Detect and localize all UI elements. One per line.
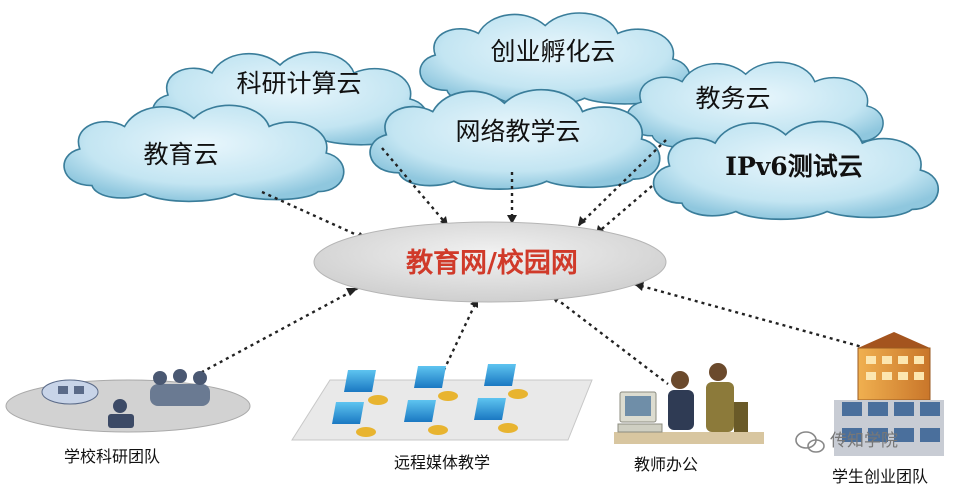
hub-node: 教育网/校园网: [313, 221, 667, 303]
teacher-figure-icon: [668, 363, 748, 432]
cloud-chuangye: 创业孵化云: [419, 12, 691, 107]
endpoint-research: 学校科研团队: [5, 369, 251, 466]
connector-office: [549, 293, 669, 385]
endpoint-label-office: 教师办公: [634, 455, 698, 474]
cloud-label-wangluo: 网络教学云: [455, 117, 580, 146]
watermark-label: 传知学院: [830, 431, 898, 451]
endpoint-media: 远程媒体教学: [291, 364, 593, 472]
endpoint-startup: 学生创业团队: [832, 332, 944, 486]
arrow-jiaowu: [578, 216, 586, 226]
connectors-bottom: [201, 282, 867, 385]
cloud-jiaoyu: 教育云: [63, 104, 345, 203]
endpoint-label-research: 学校科研团队: [64, 447, 160, 466]
monitor-icon: [404, 400, 448, 435]
monitor-icon: [414, 366, 458, 401]
connector-keyan: [381, 147, 449, 227]
office-building-icon: [857, 332, 931, 401]
monitor-icon: [332, 402, 376, 437]
endpoint-label-media: 远程媒体教学: [394, 453, 490, 472]
connector-media: [442, 297, 480, 371]
wechat-icon: [795, 431, 825, 453]
cloud-label-ipv6: IPv6测试云: [725, 152, 862, 181]
endpoint-label-startup: 学生创业团队: [832, 467, 928, 486]
monitor-icon: [344, 370, 388, 405]
monitor-icon: [484, 364, 528, 399]
person-computer-icon: [108, 399, 134, 428]
cloud-label-keyan: 科研计算云: [236, 69, 361, 98]
computer-lab-icon: [332, 364, 528, 437]
workstation-desks-icon: [834, 400, 944, 456]
connector-research: [201, 286, 359, 374]
watermark: 传知学院: [795, 431, 898, 453]
arrow-wangluo: [507, 215, 517, 224]
connector-ipv6: [595, 185, 653, 235]
connector-startup: [633, 282, 867, 350]
connector-jiaoyu: [261, 190, 369, 242]
cloud-label-jiaowu: 教务云: [695, 84, 770, 113]
cloud-network-icon: [41, 379, 99, 405]
cloud-jiaowu: 教务云: [625, 61, 884, 152]
cloud-label-chuangye: 创业孵化云: [490, 37, 615, 66]
endpoint-office: 教师办公: [614, 363, 764, 474]
cloud-label-jiaoyu: 教育云: [143, 140, 218, 169]
arrow-research: [346, 288, 358, 296]
hub-label: 教育网/校园网: [406, 247, 578, 279]
desktop-computer-icon: [617, 391, 663, 433]
conference-table-icon: [150, 369, 210, 406]
cloud-ipv6: IPv6测试云: [652, 120, 940, 221]
cloud-keyan: 科研计算云: [151, 51, 429, 148]
monitor-icon: [474, 398, 518, 433]
cloud-wangluo: 网络教学云: [369, 88, 661, 190]
